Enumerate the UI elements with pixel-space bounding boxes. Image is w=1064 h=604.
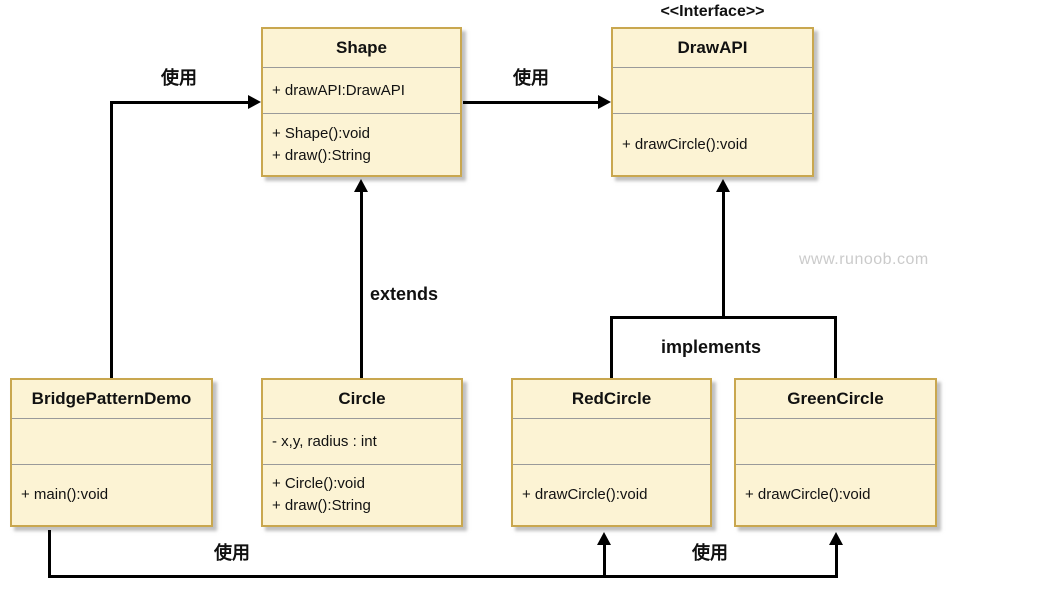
- edge-extends-vertical: [360, 190, 363, 378]
- edge-greencircle-branch-vertical: [835, 544, 838, 577]
- method-line: + Shape():void: [272, 124, 370, 142]
- watermark: www.runoob.com: [799, 251, 929, 268]
- class-attrs-redcircle: [513, 419, 710, 465]
- edge-implements-mid-vertical: [722, 190, 725, 318]
- method-line: + main():void: [21, 486, 109, 503]
- edge-demo-shape-vertical: [110, 103, 113, 378]
- edge-label-use-shape-drawapi: 使用: [513, 68, 549, 88]
- class-box-drawapi: DrawAPI + drawCircle():void: [611, 27, 814, 177]
- edge-label-use-demo-shape: 使用: [161, 68, 197, 88]
- edge-redcircle-branch-vertical: [603, 544, 606, 577]
- edge-label-use-redcircle: 使用: [214, 543, 250, 563]
- class-attrs-bridgepatterndemo: [12, 419, 211, 465]
- edge-implements-green-vertical: [834, 316, 837, 378]
- class-methods-circle: + Circle():void + draw():String: [263, 465, 461, 525]
- attr-line: - x,y, radius : int: [272, 433, 377, 450]
- method-line: + drawCircle():void: [622, 135, 748, 153]
- class-methods-bridgepatterndemo: + main():void: [12, 465, 211, 525]
- edge-demo-bottom-vertical: [48, 530, 51, 578]
- class-attrs-greencircle: [736, 419, 935, 465]
- class-title-bridgepatterndemo: BridgePatternDemo: [12, 380, 211, 419]
- class-title-shape: Shape: [263, 29, 460, 68]
- class-title-redcircle: RedCircle: [513, 380, 710, 419]
- class-box-greencircle: GreenCircle + drawCircle():void: [734, 378, 937, 527]
- method-line: + Circle():void: [272, 475, 365, 492]
- class-methods-shape: + Shape():void + draw():String: [263, 114, 460, 175]
- class-methods-redcircle: + drawCircle():void: [513, 465, 710, 525]
- class-box-redcircle: RedCircle + drawCircle():void: [511, 378, 712, 527]
- arrowhead-up-into-redcircle-icon: [597, 532, 611, 545]
- edge-label-extends: extends: [370, 284, 439, 304]
- method-line: + draw():String: [272, 146, 371, 164]
- class-methods-drawapi: + drawCircle():void: [613, 114, 812, 175]
- arrowhead-up-into-drawapi-icon: [716, 179, 730, 192]
- arrowhead-right-into-drawapi-icon: [598, 95, 611, 109]
- class-title-circle: Circle: [263, 380, 461, 419]
- attr-line: + drawAPI:DrawAPI: [272, 82, 405, 99]
- edge-label-implements: implements: [661, 337, 762, 357]
- class-title-drawapi: DrawAPI: [613, 29, 812, 68]
- arrowhead-up-into-greencircle-icon: [829, 532, 843, 545]
- edge-implements-red-vertical: [610, 316, 613, 378]
- arrowhead-right-into-shape-icon: [248, 95, 261, 109]
- class-methods-greencircle: + drawCircle():void: [736, 465, 935, 525]
- class-attrs-drawapi: [613, 68, 812, 114]
- class-attrs-shape: + drawAPI:DrawAPI: [263, 68, 460, 114]
- edge-bottom-horizontal: [48, 575, 838, 578]
- method-line: + drawCircle():void: [522, 486, 648, 503]
- edge-shape-drawapi-horizontal: [463, 101, 599, 104]
- method-line: + drawCircle():void: [745, 486, 871, 503]
- interface-stereotype: <<Interface>>: [660, 3, 765, 20]
- class-attrs-circle: - x,y, radius : int: [263, 419, 461, 465]
- class-box-shape: Shape + drawAPI:DrawAPI + Shape():void +…: [261, 27, 462, 177]
- arrowhead-up-into-shape-icon: [354, 179, 368, 192]
- edge-demo-shape-horizontal: [110, 101, 250, 104]
- class-box-circle: Circle - x,y, radius : int + Circle():vo…: [261, 378, 463, 527]
- method-line: + draw():String: [272, 497, 371, 514]
- class-box-bridgepatterndemo: BridgePatternDemo + main():void: [10, 378, 213, 527]
- edge-label-use-greencircle: 使用: [692, 543, 728, 563]
- class-title-greencircle: GreenCircle: [736, 380, 935, 419]
